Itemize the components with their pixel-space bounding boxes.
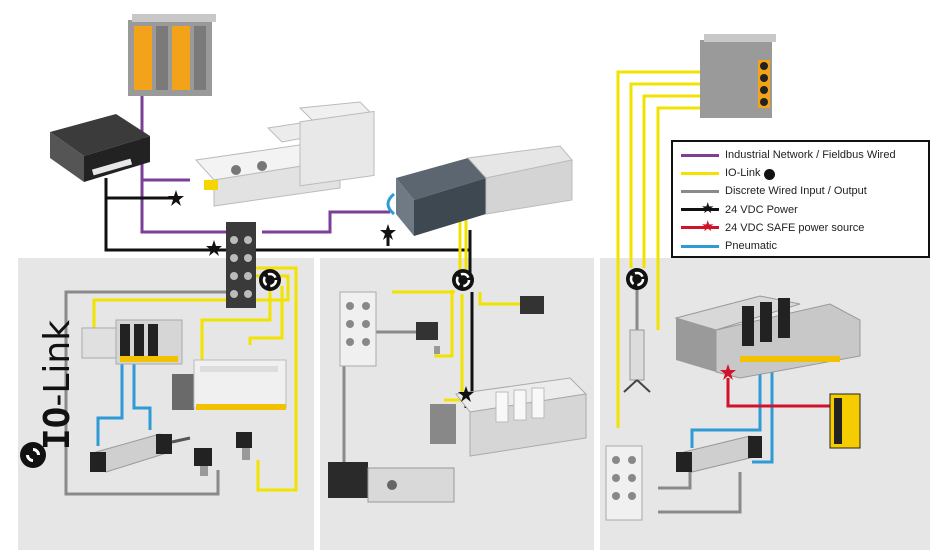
legend-item-discrete: Discrete Wired Input / Output [681,182,922,200]
pneumatic-cylinder-right [676,435,762,473]
safe-power-cables [726,378,830,408]
black-star-icon: ★ [701,200,715,218]
io-link-icon [452,269,474,291]
io-link-swatch [681,171,719,175]
power-swatch: ★ [681,201,719,216]
red-star-icon [720,364,736,380]
fieldbus-valve-manifold [195,101,375,207]
sensor-middle-right [520,296,544,314]
discrete-cables [64,276,742,514]
legend-item-pneumatic: Pneumatic [681,237,922,255]
plc-controller [128,14,216,96]
fieldbus-terminal-manifold [386,145,573,236]
legend-label: IO-Link [725,167,761,180]
pneumatic-swatch [681,244,719,248]
sensor-left-2 [236,432,252,460]
pressure-sensor-right [623,329,651,393]
io-block-middle [339,291,377,367]
io-link-icon [626,268,648,290]
power-supply [50,114,150,182]
io-link-icon [259,269,281,291]
valve-manifold-right [674,295,861,379]
legend-label: Pneumatic [725,240,777,253]
io-link-brand-text: IO-Link [37,320,78,450]
valve-manifold-white [172,359,287,410]
legend-label: 24 VDC Power [725,203,798,216]
legend-item-fieldbus: Industrial Network / Fieldbus Wired [681,146,922,164]
safety-relay [829,393,861,449]
legend-item-power: ★ 24 VDC Power [681,201,922,219]
valve-manifold-left [81,319,183,365]
fieldbus-swatch [681,153,719,157]
pneumatic-cables [96,362,774,464]
brand-prefix: IO [37,406,78,450]
io-link-logo-icon [20,442,46,468]
legend: Industrial Network / Fieldbus Wired IO-L… [671,140,930,258]
red-star-icon: ★ [701,218,715,236]
black-star-icon [168,190,474,402]
legend-label: Discrete Wired Input / Output [725,185,867,198]
valve-manifold-middle [430,377,588,457]
legend-label: 24 VDC SAFE power source [725,221,865,234]
io-link-master-left [226,222,256,308]
safe-power-swatch: ★ [681,219,719,234]
sensor-left-1 [194,448,212,476]
io-link-brand: IO-Link [6,300,78,480]
sensor-middle [416,322,440,354]
legend-label: Industrial Network / Fieldbus Wired [725,149,896,162]
io-block-right [605,445,643,521]
brand-suffix: -Link [37,319,78,407]
solenoid-valve [328,462,455,503]
legend-item-safe-power: ★ 24 VDC SAFE power source [681,219,922,237]
pneumatic-cylinder-left [90,433,191,473]
discrete-swatch [681,189,719,193]
io-link-master-plc-right [700,34,776,118]
legend-item-io-link: IO-Link [681,164,922,182]
io-link-icon [764,168,776,180]
